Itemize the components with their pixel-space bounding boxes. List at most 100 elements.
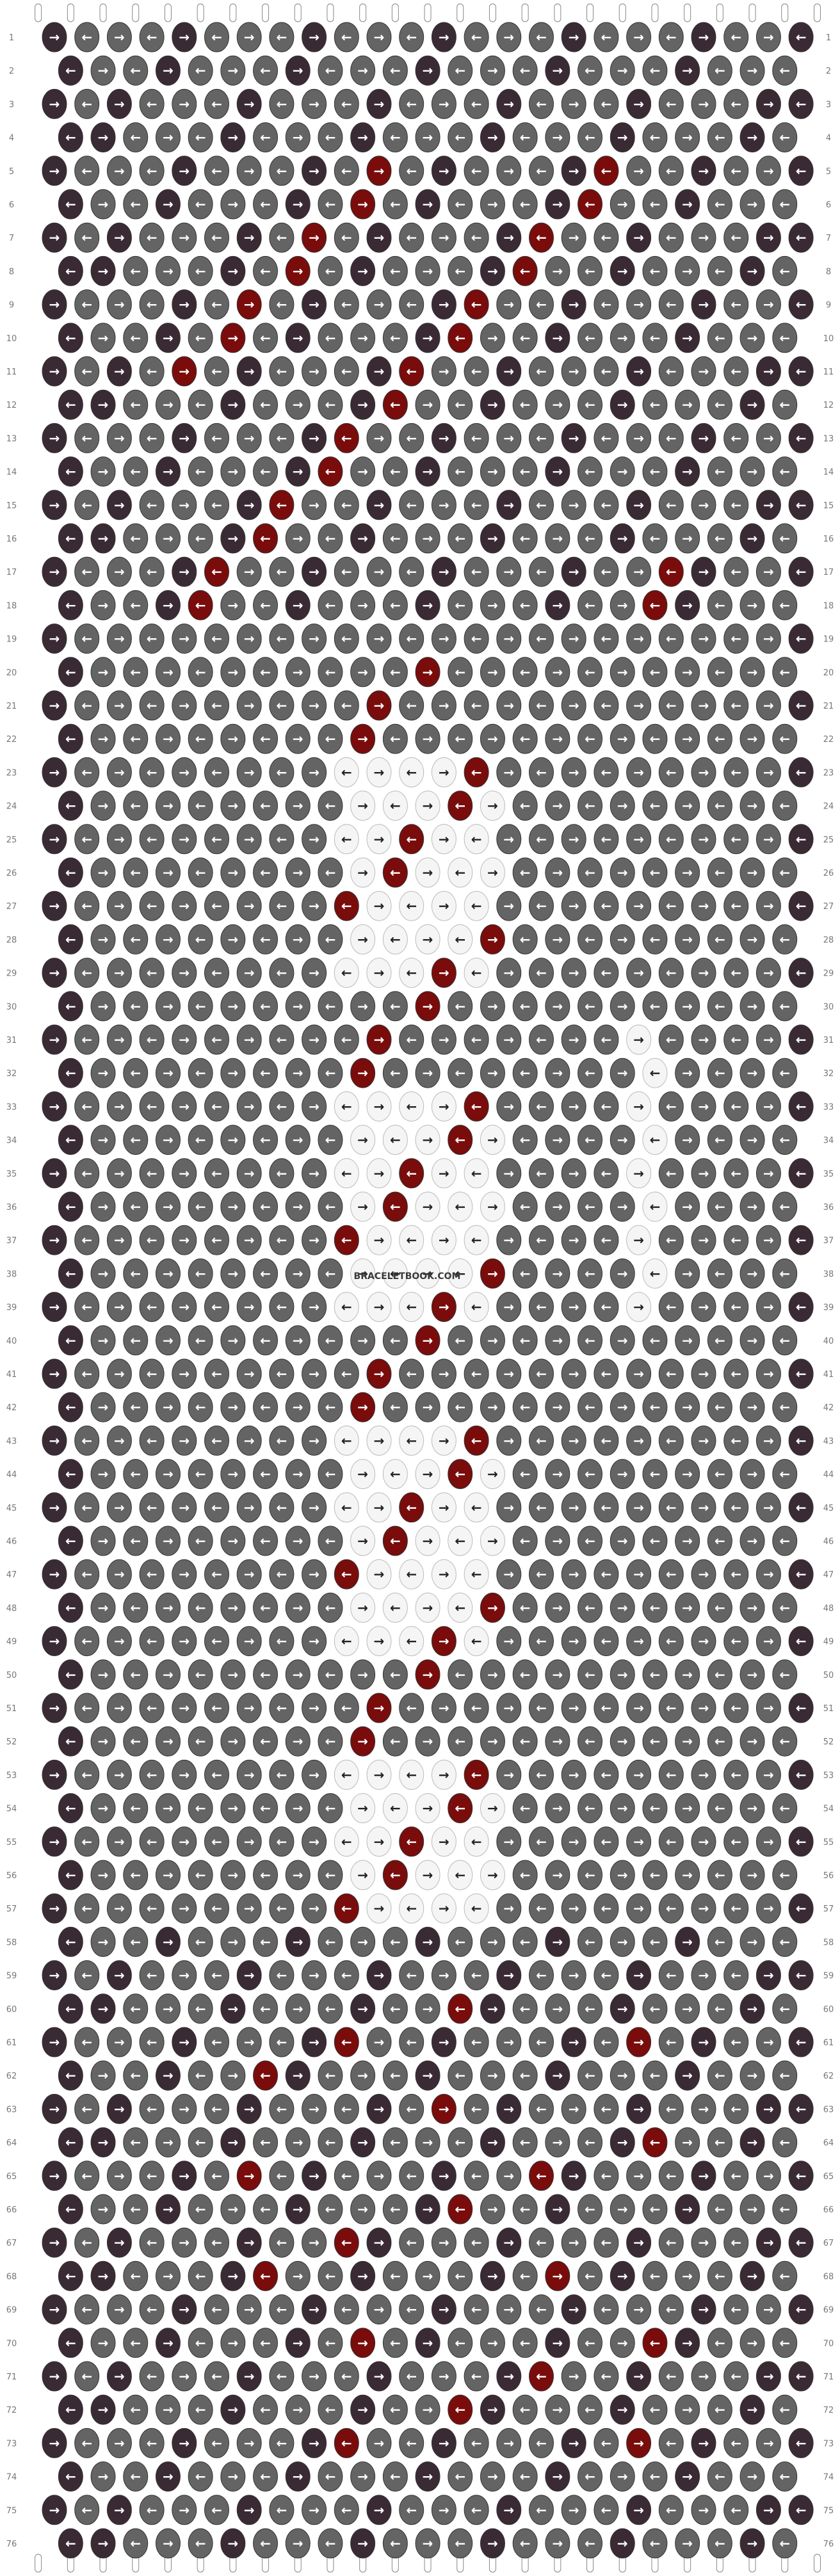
- knot-arrow-icon: →: [357, 1132, 368, 1148]
- knot: ←: [139, 757, 165, 787]
- knot: ←: [448, 2060, 473, 2091]
- knot-arrow-icon: →: [227, 1199, 238, 1214]
- knot: →: [106, 824, 132, 855]
- knot: →: [155, 1325, 181, 1356]
- knot-arrow-icon: →: [163, 531, 174, 546]
- knot-arrow-icon: →: [293, 1065, 303, 1081]
- knot-arrow-icon: ←: [779, 130, 790, 145]
- knot-arrow-icon: ←: [715, 2335, 725, 2351]
- knot: ←: [707, 523, 732, 554]
- knot-arrow-icon: ←: [341, 1232, 352, 1248]
- knot-arrow-icon: →: [293, 2402, 303, 2417]
- knot-arrow-icon: ←: [341, 1566, 352, 1582]
- row-number-left: 27: [6, 902, 17, 912]
- knot: ←: [58, 723, 83, 754]
- knot-arrow-icon: ←: [390, 1266, 401, 1281]
- knot: →: [302, 356, 327, 387]
- knot: →: [350, 1459, 376, 1490]
- knot: →: [90, 55, 116, 86]
- knot: ←: [642, 1726, 668, 1757]
- knot-arrow-icon: →: [699, 364, 709, 379]
- knot-arrow-icon: →: [617, 2068, 628, 2083]
- knot-arrow-icon: ←: [277, 96, 287, 111]
- knot-arrow-icon: →: [179, 2502, 190, 2518]
- knot: ←: [658, 1826, 684, 1857]
- knot: →: [366, 423, 392, 453]
- knot-arrow-icon: ←: [211, 2435, 222, 2451]
- knot: →: [350, 1592, 376, 1623]
- row-number-left: 2: [9, 67, 14, 76]
- knot: →: [626, 1626, 652, 1657]
- knot: ←: [204, 690, 229, 721]
- knot-arrow-icon: ←: [130, 999, 141, 1014]
- knot: →: [285, 1926, 311, 1957]
- row-number-right: 38: [823, 1269, 834, 1279]
- knot-arrow-icon: →: [98, 999, 109, 1014]
- knot-arrow-icon: →: [244, 297, 255, 312]
- knot-arrow-icon: →: [309, 2369, 319, 2384]
- knot-arrow-icon: ←: [796, 29, 807, 45]
- knot-arrow-icon: →: [617, 263, 628, 278]
- knot: ←: [269, 1559, 295, 1590]
- knot-arrow-icon: →: [114, 1968, 125, 1983]
- knot: →: [285, 791, 311, 821]
- knot-arrow-icon: ←: [455, 2001, 465, 2017]
- knot-arrow-icon: →: [503, 2502, 514, 2518]
- knot-arrow-icon: →: [114, 965, 125, 981]
- knot: ←: [58, 189, 83, 220]
- knot-arrow-icon: →: [699, 2302, 709, 2317]
- knot-arrow-icon: ←: [666, 1968, 677, 1983]
- knot: →: [545, 991, 570, 1022]
- knot-arrow-icon: →: [617, 1600, 628, 1615]
- knot-arrow-icon: ←: [455, 1600, 465, 1615]
- knot: ←: [74, 22, 100, 52]
- knot-arrow-icon: →: [309, 1566, 319, 1582]
- knot: ←: [382, 2260, 408, 2291]
- knot: →: [610, 2194, 635, 2225]
- knot-arrow-icon: →: [163, 1734, 174, 1749]
- knot: →: [626, 1225, 652, 1255]
- row-number-left: 53: [6, 1771, 17, 1780]
- knot-arrow-icon: →: [374, 965, 385, 981]
- knot: →: [610, 1926, 635, 1957]
- knot-arrow-icon: ←: [390, 464, 401, 479]
- knot: →: [610, 1258, 635, 1289]
- knot: →: [739, 255, 765, 286]
- knot: →: [480, 1125, 505, 1155]
- knot-arrow-icon: ←: [536, 764, 547, 780]
- string-top-5: [164, 3, 172, 22]
- knot: ←: [139, 1425, 165, 1456]
- knot: ←: [529, 2427, 554, 2458]
- knot-arrow-icon: →: [503, 297, 514, 312]
- knot-arrow-icon: ←: [325, 1399, 336, 1415]
- knot-arrow-icon: ←: [195, 1934, 206, 1949]
- knot: →: [106, 2093, 132, 2124]
- knot-arrow-icon: ←: [195, 865, 206, 880]
- knot: →: [739, 991, 765, 1022]
- knot: ←: [642, 1993, 668, 2024]
- knot: ←: [399, 156, 424, 186]
- knot: →: [366, 2227, 392, 2258]
- knot: →: [480, 1793, 505, 1824]
- knot: →: [366, 2294, 392, 2325]
- knot: ←: [578, 1993, 603, 2024]
- row-number-left: 42: [6, 1403, 17, 1413]
- knot-arrow-icon: ←: [277, 1433, 287, 1448]
- knot-arrow-icon: ←: [471, 1300, 482, 1315]
- knot-arrow-icon: ←: [406, 1433, 417, 1448]
- knot: →: [755, 2161, 781, 2191]
- knot: ←: [723, 156, 749, 186]
- row-number-left: 72: [6, 2406, 17, 2415]
- row-number-right: 24: [823, 802, 834, 812]
- knot-arrow-icon: ←: [81, 2435, 92, 2451]
- knot: →: [739, 1325, 765, 1356]
- knot-arrow-icon: →: [293, 2202, 303, 2217]
- knot: ←: [334, 824, 359, 855]
- knot: →: [220, 323, 246, 353]
- knot: →: [172, 2093, 197, 2124]
- knot: →: [755, 958, 781, 988]
- knot-arrow-icon: ←: [471, 898, 482, 914]
- knot-arrow-icon: ←: [779, 1199, 790, 1214]
- knot-arrow-icon: →: [747, 531, 758, 546]
- knot: ←: [529, 289, 554, 320]
